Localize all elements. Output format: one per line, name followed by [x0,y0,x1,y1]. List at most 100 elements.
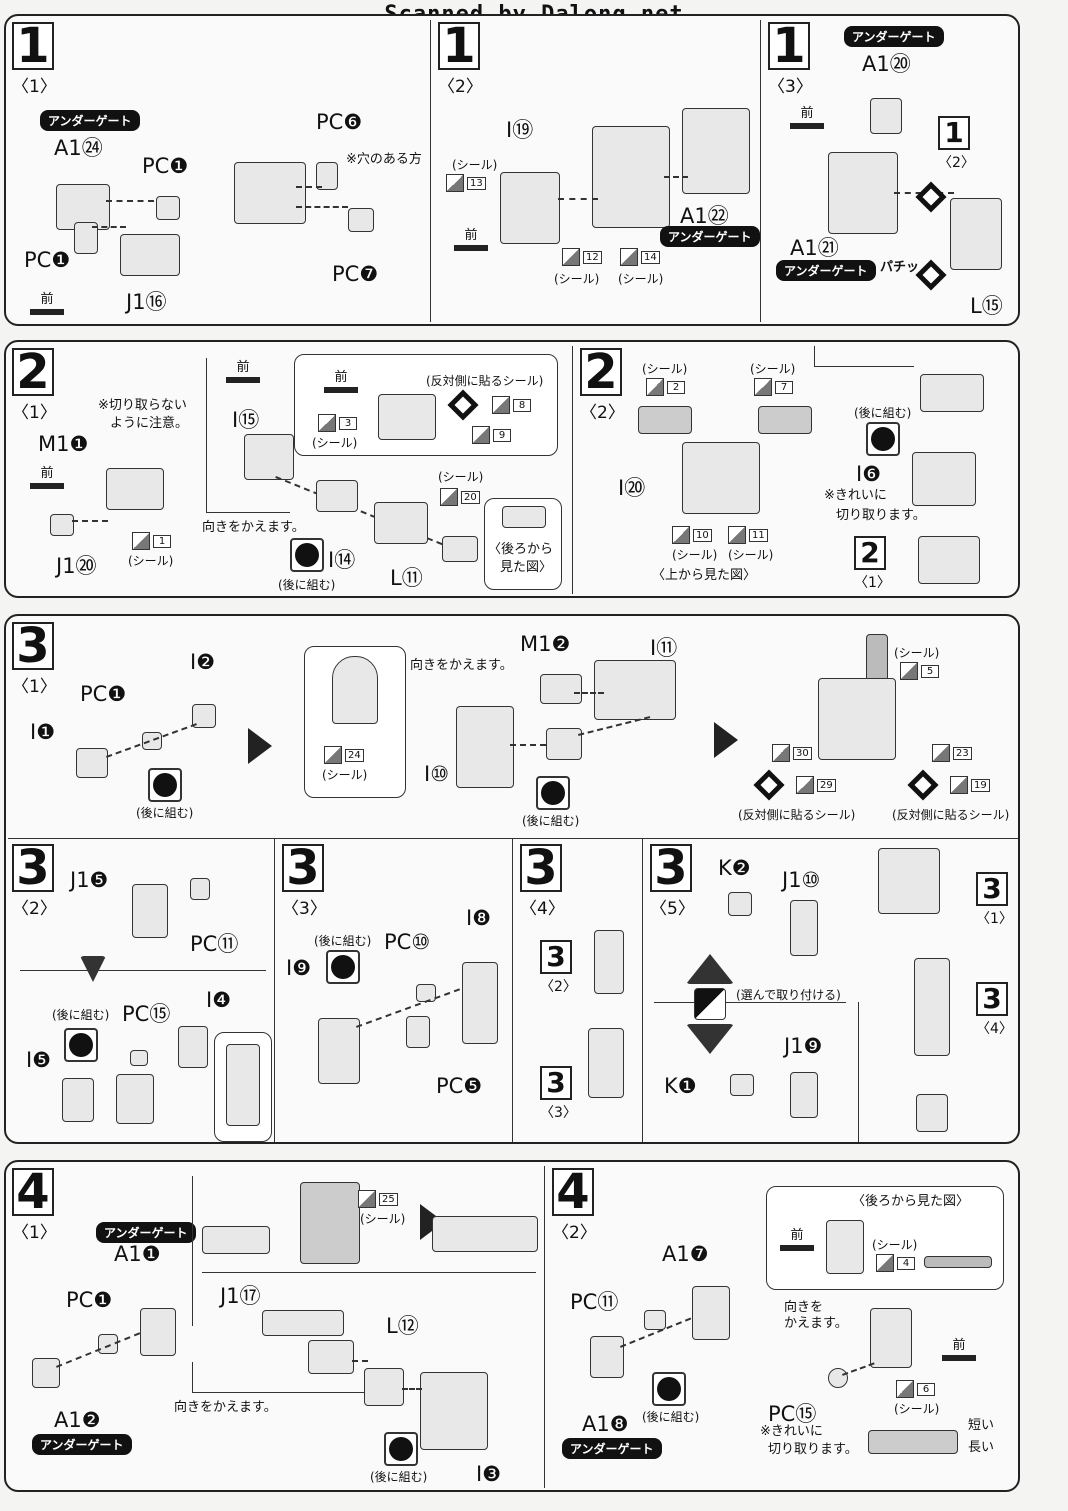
part-drawing [316,162,338,190]
seal-number: 11 [728,526,768,544]
seal-number: 2 [646,378,685,396]
substep-number: 〈3〉 [540,1105,577,1121]
part-label: A1㉑ [790,236,839,260]
step-3-2-label: 3 〈2〉 [12,844,57,919]
step-order-1 [915,181,947,213]
part-label: PC⑪ [570,1290,619,1314]
part-drawing [590,1336,624,1378]
assemble-later-label: (後に組む) [522,814,580,828]
part-label: J1⑯ [126,290,167,314]
assemble-later-label: (後に組む) [52,1008,110,1022]
assemble-later-mark [326,950,360,984]
clean-cut-note: ※きれいに [824,488,887,503]
step-1-3-label: 1 〈3〉 [768,22,813,97]
step-4-panel: 4 〈1〉 アンダーゲート A1❶ PC❶ A1❷ アンダーゲート 25 (シー… [4,1160,1020,1492]
part-drawing [374,502,428,544]
step-number: 3 [976,872,1008,906]
part-label: J1⑩ [782,868,821,892]
part-drawing [916,1094,948,1132]
back-view-label: 〈後ろから見た図〉 [852,1194,970,1209]
part-label: PC⑪ [190,932,239,956]
step-4-2-label: 4 〈2〉 [552,1168,597,1243]
substep-number: 〈4〉 [520,899,565,919]
seal-label: (シール) [322,768,368,782]
part-label: A1❼ [662,1242,709,1266]
substep-number: 〈4〉 [976,1021,1013,1037]
turn-note: かえます。 [784,1316,848,1331]
assemble-later-label: (後に組む) [370,1470,428,1484]
step-4-1-label: 4 〈1〉 [12,1168,57,1243]
step-3-panel: 3 〈1〉 I❷ PC❶ I❶ (後に組む) 24 (シール) 向きをかえます。… [4,614,1020,1144]
part-drawing [546,728,582,760]
front-arrow: 前 [30,288,64,315]
part-label: PC❻ [316,110,363,134]
part-drawing [502,506,546,528]
part-drawing [870,98,902,134]
step-number: 2 [12,348,54,396]
part-drawing [50,514,74,536]
substep-number: 〈2〉 [540,979,577,995]
assemble-later-label: (後に組む) [854,406,912,420]
seal-number: 14 [620,248,660,266]
turn-note: 向きをかえます。 [174,1400,277,1415]
under-gate-tag: アンダーゲート [96,1222,196,1243]
seal-number: 5 [900,662,939,680]
part-label: J1⑰ [220,1284,261,1308]
substep-number: 〈2〉 [580,403,625,423]
under-gate-tag: アンダーゲート [562,1438,662,1459]
part-label: M1❶ [38,432,89,456]
opposite-seal-label: (反対側に貼るシール) [738,808,856,822]
part-drawing [878,848,940,914]
part-label: L⑫ [386,1314,419,1338]
part-drawing [348,208,374,232]
step-2-2-label: 2 〈2〉 [580,348,625,423]
part-drawing [462,962,498,1044]
part-drawing [132,884,168,938]
part-drawing [920,374,984,412]
step-number: 3 [976,982,1008,1016]
choose-icon [694,988,726,1020]
part-drawing [594,660,676,720]
part-drawing [98,1334,118,1354]
step-number: 1 [938,116,970,150]
part-drawing [244,434,294,480]
seal-number: 6 [896,1380,935,1398]
step-number: 3 [12,844,54,892]
part-drawing [918,536,980,584]
seal-label: (シール) [128,554,174,568]
turn-note: 向きをかえます。 [410,658,513,673]
part-drawing [870,1308,912,1368]
part-drawing [592,126,670,228]
part-drawing [234,162,306,224]
part-label: I⑩ [424,762,450,786]
part-drawing [442,536,478,562]
mirror-icon [907,769,939,801]
part-drawing [828,152,898,234]
seal-label: (シール) [728,548,774,562]
part-drawing [262,1310,344,1336]
part-label: PC❶ [66,1288,113,1312]
part-drawing [456,706,514,788]
front-arrow: 前 [790,102,824,129]
part-drawing [868,1430,958,1454]
front-arrow: 前 [30,462,64,489]
part-drawing [950,198,1002,270]
part-label: PC❶ [80,682,127,706]
part-drawing [692,1286,730,1340]
seal-number: 29 [796,776,836,794]
substep-number: 〈1〉 [12,77,57,97]
seal-label: (シール) [312,436,358,450]
down-arrow [80,956,106,982]
seal-number: 4 [876,1254,915,1272]
part-drawing [638,406,692,434]
seal-number: 23 [932,744,972,762]
turn-note: 向きをかえます。 [202,520,305,535]
seal-number: 8 [492,396,531,414]
seal-number: 24 [324,746,364,764]
part-drawing [316,480,358,512]
assemble-later-label: (後に組む) [642,1410,700,1424]
seal-label: (シール) [894,646,940,660]
seal-number: 7 [754,378,793,396]
step-number: 1 [12,22,54,70]
seal-label: (シール) [360,1212,406,1226]
